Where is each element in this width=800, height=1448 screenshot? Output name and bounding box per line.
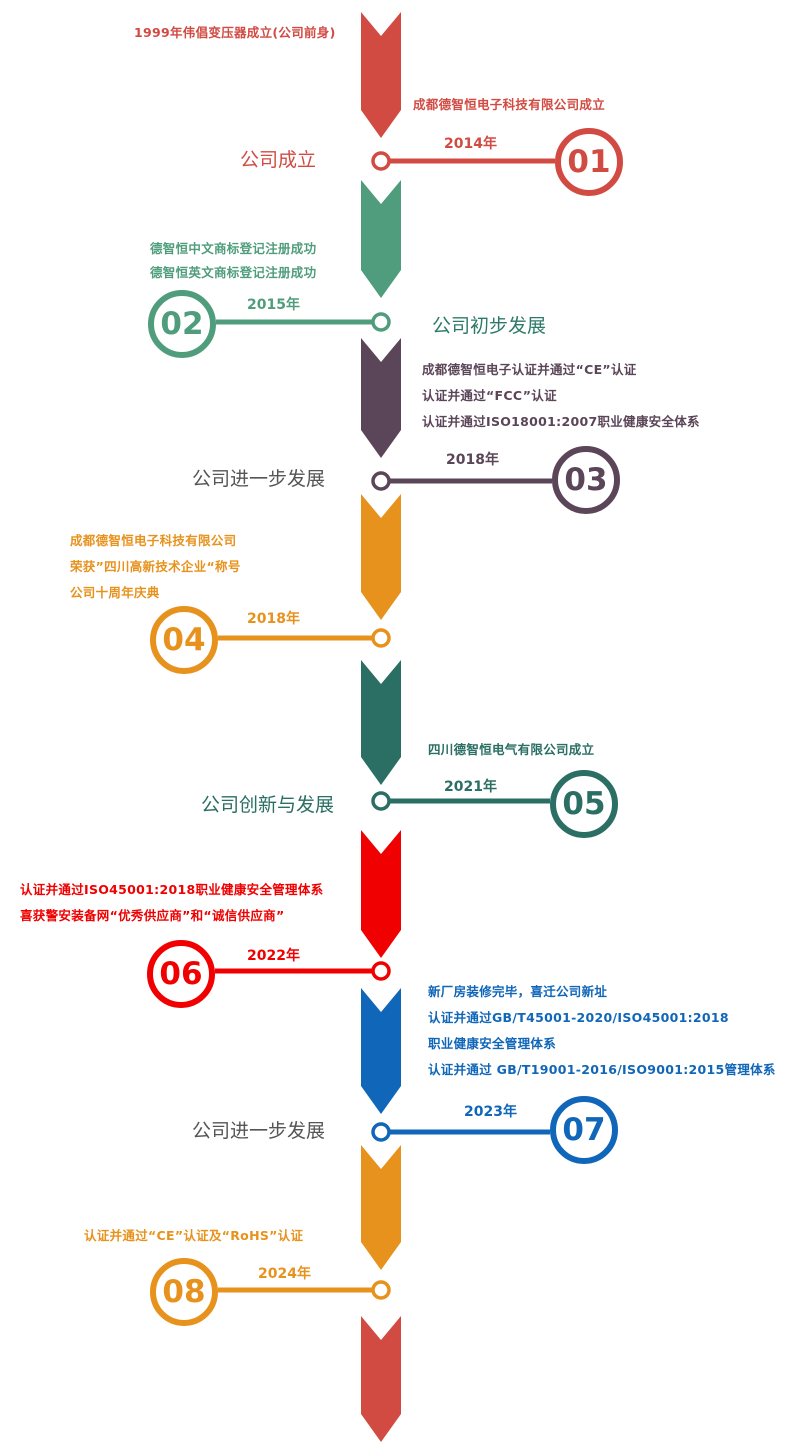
milestone-01-ring bbox=[371, 151, 391, 171]
milestone-08-line-1: 认证并通过“CE”认证及“RoHS”认证 bbox=[84, 1228, 304, 1243]
milestone-07-line-2: 认证并通过GB/T45001-2020/ISO45001:2018 bbox=[428, 1010, 729, 1025]
milestone-03-year: 2018年 bbox=[446, 452, 499, 468]
milestone-06-ring bbox=[371, 961, 391, 981]
milestone-08-ring bbox=[371, 1280, 391, 1300]
milestone-01-number-badge: 01 bbox=[555, 128, 623, 196]
milestone-05-line-1: 四川德智恒电气有限公司成立 bbox=[428, 742, 595, 757]
timeline-arrow-3 bbox=[361, 338, 401, 458]
milestone-04-number-badge: 04 bbox=[150, 606, 218, 674]
founding-note-1999: 1999年伟倡变压器成立(公司前身) bbox=[134, 25, 336, 40]
milestone-06-year: 2022年 bbox=[247, 948, 300, 964]
timeline-arrow-6 bbox=[361, 830, 401, 958]
timeline-arrow-8 bbox=[361, 1145, 401, 1270]
milestone-03-ring bbox=[371, 471, 391, 491]
milestone-03-line-2: 认证并通过“FCC”认证 bbox=[422, 388, 557, 403]
milestone-07-number-badge: 07 bbox=[550, 1096, 618, 1164]
timeline-arrow-4 bbox=[361, 494, 401, 620]
milestone-03-phase: 公司进一步发展 bbox=[192, 468, 326, 490]
milestone-01-phase: 公司成立 bbox=[240, 149, 317, 171]
milestone-02-line-1: 德智恒中文商标登记注册成功 bbox=[150, 241, 317, 256]
milestone-08-year: 2024年 bbox=[258, 1266, 311, 1282]
milestone-02-number-badge: 02 bbox=[148, 290, 216, 358]
milestone-07-line-4: 认证并通过 GB/T19001-2016/ISO9001:2015管理体系 bbox=[428, 1062, 776, 1077]
milestone-01-year: 2014年 bbox=[444, 136, 497, 152]
milestone-01-line-1: 成都德智恒电子科技有限公司成立 bbox=[413, 97, 606, 112]
milestone-06-line-2: 喜获警安装备网“优秀供应商”和“诚信供应商” bbox=[20, 908, 285, 923]
timeline-arrow-2 bbox=[361, 180, 401, 298]
milestone-02-ring bbox=[371, 312, 391, 332]
timeline-arrow-9 bbox=[361, 1316, 401, 1442]
milestone-06-line-1: 认证并通过ISO45001:2018职业健康安全管理体系 bbox=[20, 882, 324, 897]
milestone-02-phase: 公司初步发展 bbox=[432, 315, 547, 337]
milestone-04-year: 2018年 bbox=[247, 611, 300, 627]
milestone-08-number-badge: 08 bbox=[150, 1258, 218, 1326]
milestone-05-number-badge: 05 bbox=[550, 770, 618, 838]
milestone-05-phase: 公司创新与发展 bbox=[201, 794, 335, 816]
milestone-03-line-3: 认证并通过ISO18001:2007职业健康安全体系 bbox=[422, 414, 700, 429]
milestone-03-number-badge: 03 bbox=[552, 446, 620, 514]
milestone-07-year: 2023年 bbox=[464, 1104, 517, 1120]
milestone-07-line-1: 新厂房装修完毕，喜迁公司新址 bbox=[428, 984, 608, 999]
timeline-arrow-1 bbox=[361, 12, 401, 138]
milestone-04-line-1: 成都德智恒电子科技有限公司 bbox=[70, 533, 237, 548]
timeline-arrow-7 bbox=[361, 988, 401, 1114]
milestone-04-line-3: 公司十周年庆典 bbox=[70, 585, 160, 600]
milestone-04-ring bbox=[371, 628, 391, 648]
milestone-03-line-1: 成都德智恒电子认证并通过“CE”认证 bbox=[422, 362, 637, 377]
timeline-arrow-5 bbox=[361, 660, 401, 785]
milestone-07-line-3: 职业健康安全管理体系 bbox=[428, 1036, 557, 1051]
milestone-05-ring bbox=[371, 791, 391, 811]
milestone-06-number-badge: 06 bbox=[147, 940, 215, 1008]
milestone-05-year: 2021年 bbox=[444, 779, 497, 795]
milestone-07-phase: 公司进一步发展 bbox=[192, 1120, 326, 1142]
milestone-02-line-2: 德智恒英文商标登记注册成功 bbox=[150, 265, 317, 280]
milestone-04-line-2: 荣获”四川高新技术企业“称号 bbox=[70, 559, 241, 574]
milestone-02-year: 2015年 bbox=[247, 297, 300, 313]
milestone-07-ring bbox=[371, 1122, 391, 1142]
